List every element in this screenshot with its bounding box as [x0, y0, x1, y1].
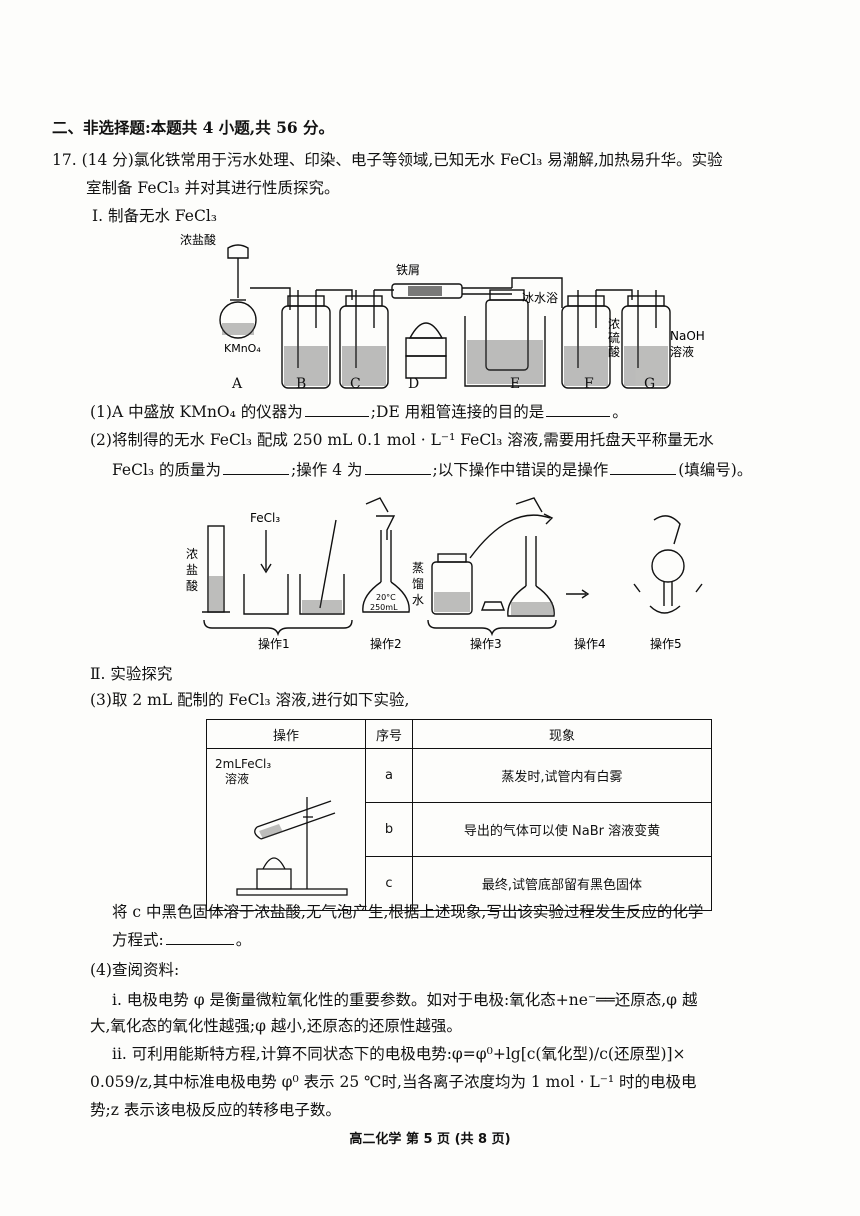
label-h2so4-3: 酸 [608, 344, 620, 359]
letter-f: F [584, 376, 594, 392]
label-hcl-2: 盐 [186, 563, 198, 577]
answer-blank-1a[interactable] [304, 402, 369, 417]
sub3-text-b: 方程式: [112, 931, 164, 949]
table-row: 2mLFeCl₃ 溶液 a 蒸发时,试管内有白雾 [206, 748, 712, 911]
sub2-line1: (2)将制得的无水 FeCl₃ 配成 250 mL 0.1 mol · L⁻¹ … [90, 431, 714, 449]
table-header-row: 操作 序号 现象 [206, 719, 712, 749]
sub1-text-c: 。 [612, 403, 628, 421]
ref1-line1: ⅰ. 电极电势 φ 是衡量微粒氧化性的重要参数。如对于电极:氧化态+ne⁻══还… [112, 991, 698, 1009]
answer-blank-2a[interactable] [223, 460, 290, 475]
label-h2so4-2: 硫 [608, 330, 620, 345]
row-observation: 蒸发时,试管内有白雾 [412, 748, 712, 803]
label-naoh: NaOH [670, 329, 705, 343]
sub-question-1: (1)A 中盛放 KMnO₄ 的仪器为 ;DE 用粗管连接的目的是 。 [90, 402, 628, 422]
op4-label: 操作4 [574, 636, 606, 651]
op3-label: 操作3 [470, 636, 502, 651]
label-h2so4-1: 浓 [608, 317, 620, 331]
op-label-2: 溶液 [225, 772, 250, 786]
label-iron: 铁屑 [396, 263, 420, 277]
section-title: 二、非选择题:本题共 4 小题,共 56 分。 [52, 118, 335, 137]
table-header: 操作 [206, 719, 366, 749]
flask-volume: 250mL [370, 603, 398, 612]
sub3-after-line1: 将 c 中黑色固体溶于浓盐酸,无气泡产生,根据上述现象,写出该实验过程发生反应的… [112, 903, 704, 921]
label-water-1: 蒸 [412, 561, 424, 575]
answer-blank-2c[interactable] [610, 460, 677, 475]
apparatus-diagram: 浓盐酸 KMnO₄ 铁屑 冰水浴 浓 硫 酸 NaOH 溶液 [180, 232, 705, 389]
table-header: 现象 [412, 719, 712, 749]
answer-blank-3[interactable] [165, 930, 234, 945]
operations-diagram: FeCl₃ 浓 盐 酸 蒸 馏 水 20°C 250mL 操作1 操作2 操作3… [186, 497, 703, 651]
sub-question-2: FeCl₃ 的质量为 ;操作 4 为 ;以下操作中错误的是操作 (填编号)。 [112, 460, 752, 480]
sub2-text-e: (填编号)。 [678, 461, 753, 479]
q17-line2: 室制备 FeCl₃ 并对其进行性质探究。 [86, 179, 340, 197]
row-observation: 最终,试管底部留有黑色固体 [412, 856, 712, 911]
letter-g: G [644, 376, 656, 392]
observation-table: 操作 序号 现象 2mLFeCl₃ 溶液 [206, 719, 712, 911]
ref2-line1: ⅱ. 可利用能斯特方程,计算不同状态下的电极电势:φ=φ⁰+lg[c(氧化型)/… [112, 1045, 686, 1063]
op-label-1: 2mLFeCl₃ [215, 757, 272, 771]
letter-e: E [510, 376, 521, 392]
page-footer: 高二化学 第 5 页 (共 8 页) [349, 1132, 511, 1147]
label-hcl: 浓盐酸 [180, 232, 216, 247]
table-row: b 导出的气体可以使 NaBr 溶液变黄 [207, 802, 712, 857]
table-header: 序号 [365, 719, 413, 749]
label-naoh-solution: 溶液 [670, 344, 694, 359]
label-hcl-3: 酸 [186, 578, 198, 593]
op5-label: 操作5 [650, 636, 682, 651]
sub3-text-c: 。 [235, 931, 252, 949]
ref2-line3: 势;z 表示该电极反应的转移电子数。 [90, 1101, 341, 1119]
label-ice-bath: 冰水浴 [522, 291, 558, 305]
flask-temp: 20°C [376, 593, 396, 602]
sub2-text-d: ;以下操作中错误的是操作 [432, 461, 609, 479]
label-kmno4: KMnO₄ [224, 342, 261, 355]
table-row: c 最终,试管底部留有黑色固体 [207, 856, 712, 911]
ref1-line2: 大,氧化态的氧化性越强;φ 越小,还原态的还原性越强。 [90, 1017, 462, 1035]
sub3-after-line2: 方程式: 。 [112, 930, 251, 950]
ref2-line2: 0.059/z,其中标准电极电势 φ⁰ 表示 25 ℃时,当各离子浓度均为 1 … [90, 1073, 697, 1091]
label-hcl-1: 浓 [186, 547, 198, 561]
sub-question-3: (3)取 2 mL 配制的 FeCl₃ 溶液,进行如下实验, [90, 691, 410, 709]
label-fecl3: FeCl₃ [250, 511, 280, 525]
row-id: c [365, 856, 413, 911]
sub2-text-b: FeCl₃ 的质量为 [112, 461, 222, 479]
op1-label: 操作1 [258, 636, 290, 651]
letter-a: A [232, 376, 243, 392]
row-observation: 导出的气体可以使 NaBr 溶液变黄 [412, 802, 712, 857]
letter-c: C [350, 376, 361, 392]
part1-title: Ⅰ. 制备无水 FeCl₃ [92, 207, 218, 225]
op2-label: 操作2 [370, 636, 402, 651]
label-water-3: 水 [412, 593, 424, 607]
sub1-text-b: ;DE 用粗管连接的目的是 [370, 403, 545, 421]
answer-blank-2b[interactable] [364, 460, 431, 475]
heating-setup-drawing [236, 797, 348, 896]
answer-blank-1b[interactable] [546, 402, 611, 417]
q17-line1: 17. (14 分)氯化铁常用于污水处理、印染、电子等领域,已知无水 FeCl₃… [52, 151, 723, 169]
sub-question-4: (4)查阅资料: [90, 961, 180, 979]
letter-d: D [408, 376, 420, 392]
label-water-2: 馏 [412, 577, 424, 591]
row-id: b [365, 802, 413, 857]
part2-title: Ⅱ. 实验探究 [90, 665, 173, 683]
sub1-text-a: (1)A 中盛放 KMnO₄ 的仪器为 [90, 403, 303, 421]
letter-b: B [296, 376, 307, 392]
row-id: a [365, 748, 413, 803]
sub2-text-c: ;操作 4 为 [291, 461, 363, 479]
operation-cell: 2mLFeCl₃ 溶液 [206, 748, 366, 911]
